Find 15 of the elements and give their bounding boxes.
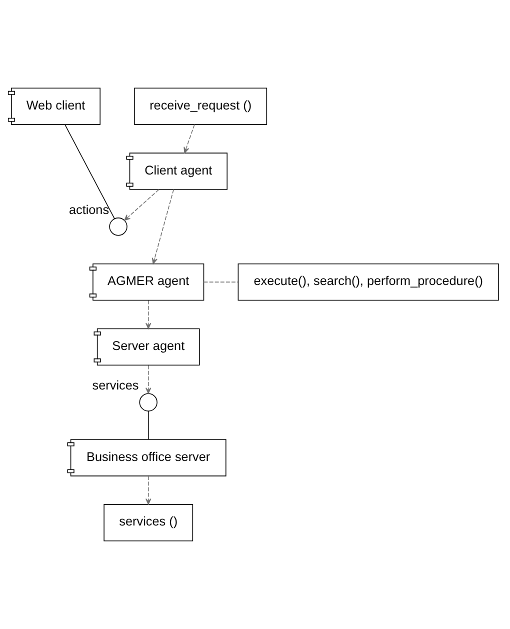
arrow xyxy=(145,476,152,505)
node-label: actions xyxy=(68,202,110,217)
connector xyxy=(148,410,149,440)
node-box: services () xyxy=(104,504,194,542)
node-box: execute(), search(), perform_procedure() xyxy=(238,263,499,301)
node-box: receive_request () xyxy=(134,88,268,125)
node-circle xyxy=(139,393,158,412)
arrow xyxy=(145,300,152,330)
connector xyxy=(64,124,115,219)
arrow xyxy=(124,189,160,221)
node-circle xyxy=(109,218,128,236)
arrow xyxy=(145,364,152,394)
arrow xyxy=(152,189,174,264)
node-label: services xyxy=(92,378,139,393)
arrow xyxy=(184,124,195,154)
